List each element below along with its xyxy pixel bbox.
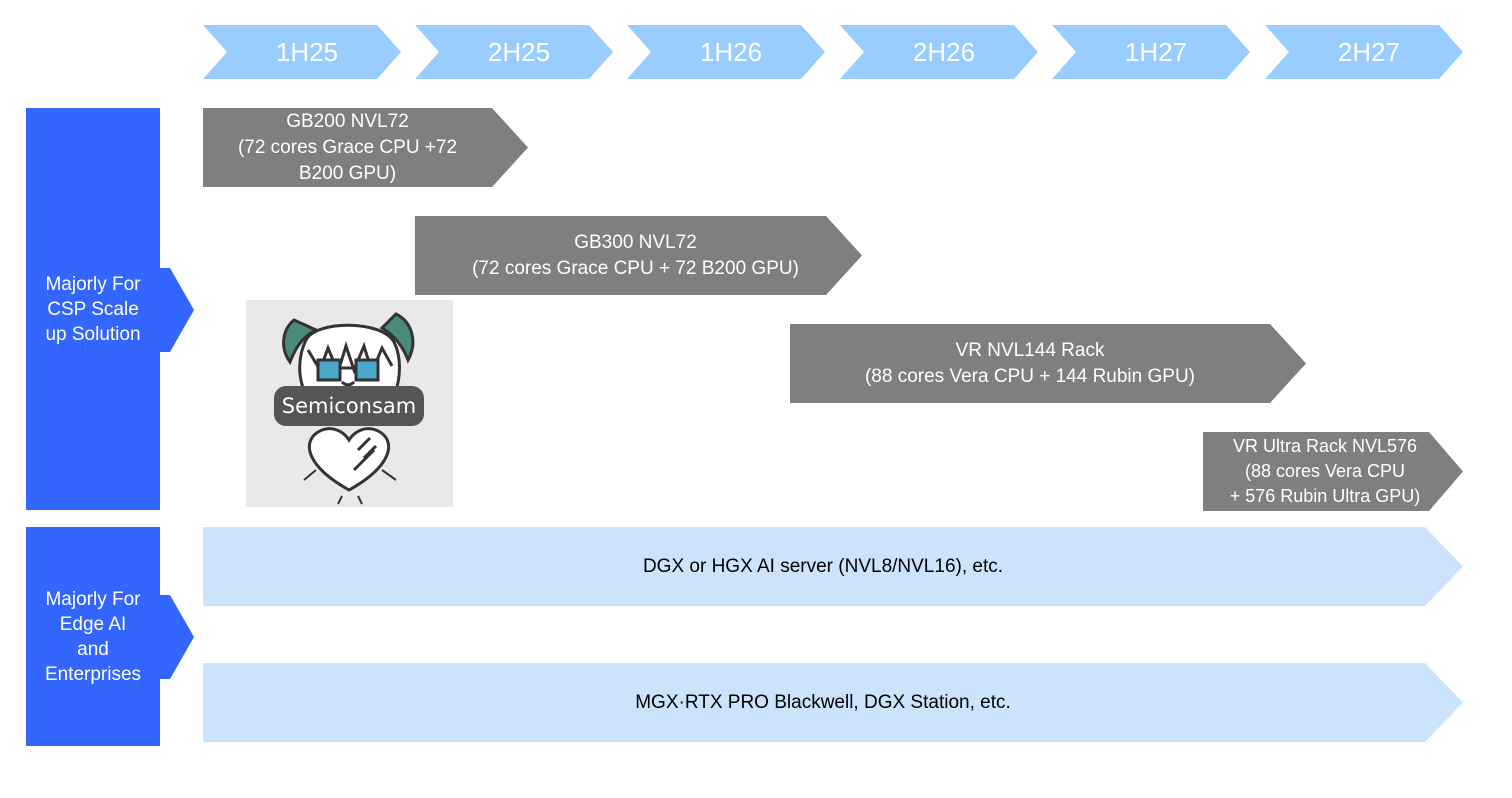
category-edge: Majorly For Edge AI and Enterprises [26,527,160,746]
product-gb300-spec: (72 cores Grace CPU + 72 B200 GPU) [472,257,799,279]
watermark-logo: Semiconsam [246,300,453,507]
category-edge-arrow [158,595,194,679]
product-gb200-spec-cont: B200 GPU) [298,162,397,184]
timeline-1h27: 1H27 [1052,25,1250,79]
product-vr144-title: VR NVL144 Rack [955,339,1105,361]
category-csp-label: Majorly For CSP Scale up Solution [45,273,141,345]
product-gb200-title: GB200 NVL72 [286,110,409,132]
timeline-1h25: 1H25 [203,25,401,79]
product-mgx-arrow: MGX·RTX PRO Blackwell, DGX Station, etc. [203,663,1463,742]
timeline-label: 2H26 [912,36,976,67]
timeline-label: 2H25 [487,36,551,67]
product-dgx-label: DGX or HGX AI server (NVL8/NVL16), etc. [642,555,1004,577]
product-dgx-arrow: DGX or HGX AI server (NVL8/NVL16), etc. [203,527,1463,606]
product-vr576-arrow: VR Ultra Rack NVL576 (88 cores Vera CPU … [1203,432,1463,511]
timeline-2h27: 2H27 [1265,25,1463,79]
category-edge-label: Majorly For Edge AI and Enterprises [44,588,142,685]
product-vr144-spec: (88 cores Vera CPU + 144 Rubin GPU) [864,365,1195,387]
mascot-icon [274,312,424,505]
product-gb300-arrow: GB300 NVL72 (72 cores Grace CPU + 72 B20… [415,216,862,295]
product-mgx-label: MGX·RTX PRO Blackwell, DGX Station, etc. [635,691,1011,713]
product-vr144-arrow: VR NVL144 Rack (88 cores Vera CPU + 144 … [790,324,1306,403]
product-vr576-title: VR Ultra Rack NVL576 [1232,436,1418,456]
timeline-2h26: 2H26 [840,25,1038,79]
product-gb300-title: GB300 NVL72 [574,231,697,253]
product-vr576-spec: (88 cores Vera CPU [1244,461,1406,481]
timeline-2h25: 2H25 [415,25,613,79]
timeline-label: 1H26 [699,36,763,67]
product-gb200-spec: (72 cores Grace CPU +72 [237,136,458,158]
product-vr576-spec-cont: + 576 Rubin Ultra GPU) [1229,486,1421,506]
timeline-label: 1H27 [1124,36,1188,67]
timeline-label: 2H27 [1337,36,1401,67]
product-gb200-arrow: GB200 NVL72 (72 cores Grace CPU +72 B200… [203,108,528,187]
category-csp: Majorly For CSP Scale up Solution [26,108,160,510]
timeline-1h26: 1H26 [627,25,825,79]
category-csp-arrow [158,268,194,352]
timeline-label: 1H25 [275,36,339,67]
watermark-text: Semiconsam [281,394,417,418]
